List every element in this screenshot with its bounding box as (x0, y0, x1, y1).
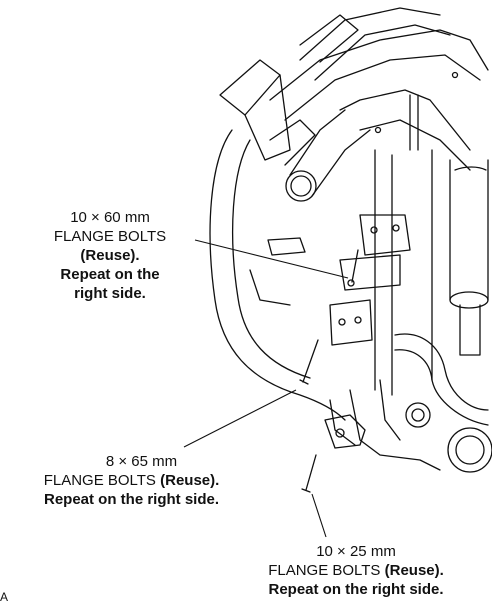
frame-inner-outline (232, 139, 311, 379)
callout-middle-size: 8 × 65 mm (105, 453, 178, 470)
callout-bottom-name-line: FLANGE BOLTS (Reuse). (225, 561, 487, 580)
callout-top: 10 × 60 mm FLANGE BOLTS (Reuse). Repeat … (20, 208, 200, 303)
bolt-bottom (305, 454, 317, 491)
callout-bottom-name: FLANGE BOLTS (268, 562, 381, 579)
leader-middle (183, 389, 297, 448)
callout-bottom: 10 × 25 mm FLANGE BOLTS (Reuse). Repeat … (225, 542, 487, 599)
callout-bottom-size: 10 × 25 mm (316, 543, 396, 560)
callout-middle-name-line: FLANGE BOLTS (Reuse). (4, 471, 259, 490)
callout-top-repeat-2: right side. (74, 285, 146, 302)
callout-middle-reuse: (Reuse). (160, 472, 220, 489)
margin-letter: A (0, 590, 9, 604)
frame-outer-outline (209, 129, 346, 421)
callout-bottom-repeat: Repeat on the right side. (268, 581, 444, 598)
bolt-middle (302, 339, 319, 383)
callout-middle-repeat: Repeat on the right side. (43, 491, 220, 508)
callout-top-repeat-1: Repeat on the (60, 266, 160, 283)
bolt-top (351, 249, 359, 283)
callout-middle: 8 × 65 mm FLANGE BOLTS (Reuse). Repeat o… (4, 452, 259, 509)
leader-top (194, 239, 349, 279)
callout-middle-name: FLANGE BOLTS (43, 472, 156, 489)
callout-top-reuse: (Reuse). (80, 247, 140, 264)
callout-top-name: FLANGE BOLTS (53, 228, 167, 245)
callout-top-size: 10 × 60 mm (70, 209, 150, 226)
callout-bottom-reuse: (Reuse). (384, 562, 444, 579)
leader-bottom (311, 493, 327, 538)
